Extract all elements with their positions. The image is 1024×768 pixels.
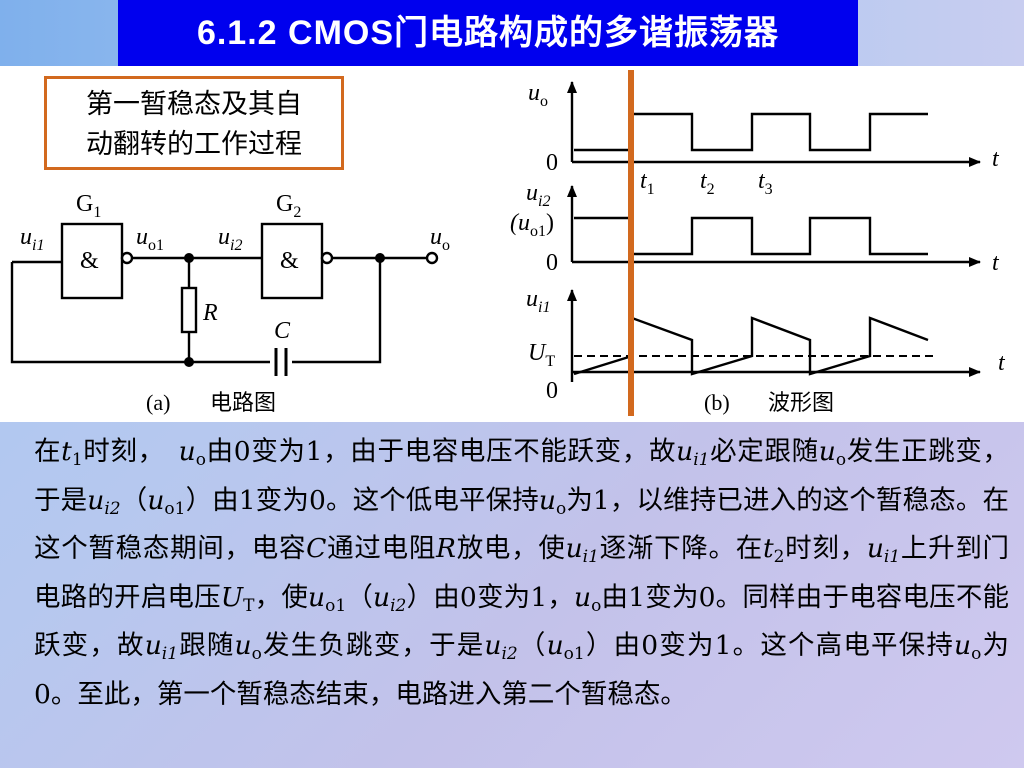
ui2-axis-label: ui2: [526, 180, 550, 210]
gate-g2-inverter-bubble: [320, 251, 334, 265]
ui2-t-label: t: [992, 250, 1000, 276]
figure-svg: G1 G2 & & ui1 uo1 ui2 uo R C (a) 电路图 uo: [10, 70, 1006, 416]
circuit-diagram: [10, 222, 439, 376]
uo1-label: uo1: [136, 224, 164, 254]
t1-marker-line: [628, 70, 634, 416]
circuit-caption-letter: (a): [146, 390, 170, 415]
ut-label: UT: [528, 340, 555, 370]
ui2-waveform: [574, 216, 928, 256]
ui1-t-label: t: [998, 350, 1006, 376]
ui1-zero-label: 0: [546, 378, 558, 404]
explanation-paragraph: 在t1时刻， uo由0变为1，由于电容电压不能跃变，故ui1必定跟随uo发生正跳…: [34, 436, 1010, 710]
output-terminal: [425, 251, 439, 265]
uo-zero-label: 0: [546, 150, 558, 176]
input-wire: [10, 262, 270, 364]
capacitor-label: C: [274, 318, 291, 344]
resistor-r: [180, 286, 198, 334]
uo1-paren-label: (uo1): [510, 210, 554, 240]
node-dot: [184, 357, 194, 367]
waveform-caption-text: 波形图: [768, 391, 834, 416]
ui1-waveform: [573, 316, 929, 376]
slide-title: 6.1.2 CMOS门电路构成的多谐振荡器: [118, 0, 858, 66]
resistor-label: R: [202, 300, 218, 326]
uo-waveform: [574, 112, 928, 152]
t1-label: t1: [640, 168, 655, 198]
gate-g2-symbol: &: [280, 248, 299, 274]
t3-label: t3: [758, 168, 773, 198]
ui1-axis-label: ui1: [526, 286, 550, 316]
circuit-caption-text: 电路图: [210, 391, 276, 416]
ui2-zero-label: 0: [546, 250, 558, 276]
waveform-caption-letter: (b): [704, 390, 730, 415]
uo-label: uo: [430, 224, 450, 254]
gate-g1: [60, 222, 124, 300]
t2-label: t2: [700, 168, 715, 198]
stage-label-line1: 第一暂稳态及其自: [86, 89, 302, 120]
gate-g2-label: G2: [276, 191, 301, 221]
uo-t-label: t: [992, 146, 1000, 172]
capacitor-wire-right: [292, 258, 382, 364]
stage-label-line2: 动翻转的工作过程: [86, 129, 302, 160]
node-dot: [375, 253, 385, 263]
gate-g1-symbol: &: [80, 248, 99, 274]
gate-g1-inverter-bubble: [120, 251, 134, 265]
node-dot: [184, 253, 194, 263]
ui1-label: ui1: [20, 224, 44, 254]
gate-g1-label: G1: [76, 191, 101, 221]
ui2-label: ui2: [218, 224, 242, 254]
stage-label-box: 第一暂稳态及其自 动翻转的工作过程: [44, 76, 344, 170]
uo-axis-label: uo: [528, 80, 548, 110]
